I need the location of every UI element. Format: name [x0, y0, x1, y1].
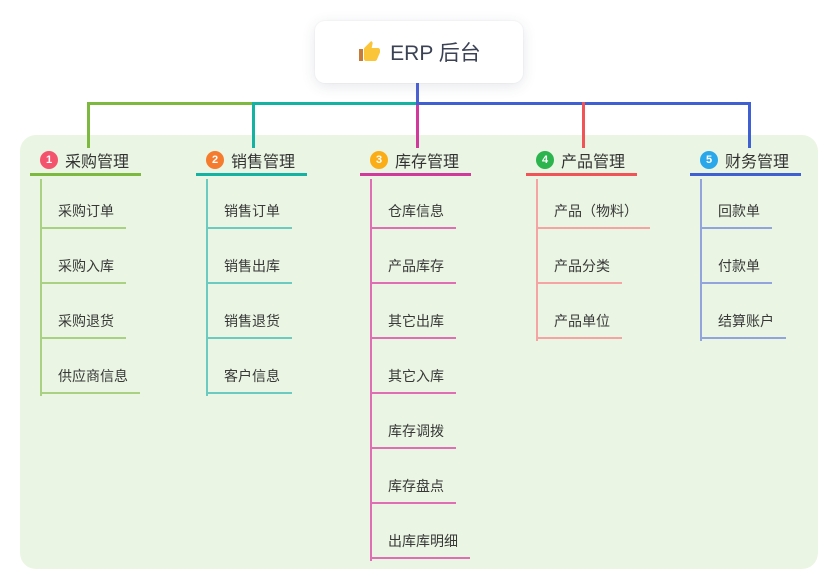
connector-branch-1 [87, 102, 253, 105]
branch-item[interactable]: 回款单 [700, 193, 772, 229]
root-node[interactable]: ERP 后台 [315, 21, 523, 83]
branch-product: 4 产品管理 产品（物料） 产品分类 产品单位 [526, 102, 650, 341]
branch-item[interactable]: 销售退货 [206, 303, 292, 339]
connector-drop-1 [87, 102, 90, 148]
connector-drop-4 [582, 102, 585, 148]
branch-item[interactable]: 销售订单 [206, 193, 292, 229]
branch-finance: 5 财务管理 回款单 付款单 结算账户 [690, 102, 802, 341]
branch-purchase: 1 采购管理 采购订单 采购入库 采购退货 供应商信息 [30, 102, 142, 396]
branch-item[interactable]: 产品库存 [370, 248, 456, 284]
connector-root-vertical [416, 83, 419, 105]
branch-item[interactable]: 库存调拨 [370, 413, 456, 449]
branch-rail-2 [206, 179, 208, 396]
branch-item[interactable]: 采购入库 [40, 248, 126, 284]
branch-title: 采购管理 [65, 153, 130, 171]
branch-item[interactable]: 产品分类 [536, 248, 622, 284]
branch-title: 财务管理 [725, 153, 790, 171]
branch-item[interactable]: 采购退货 [40, 303, 126, 339]
branch-item[interactable]: 付款单 [700, 248, 772, 284]
connector-drop-2 [252, 102, 255, 148]
branch-item[interactable]: 客户信息 [206, 358, 292, 394]
thumbs-up-icon [357, 40, 381, 64]
badge-2: 2 [206, 150, 224, 169]
branch-item[interactable]: 其它出库 [370, 303, 456, 339]
branch-sales: 2 销售管理 销售订单 销售出库 销售退货 客户信息 [196, 102, 308, 396]
branch-item[interactable]: 供应商信息 [40, 358, 140, 394]
branch-header-purchase[interactable]: 1 采购管理 [30, 148, 142, 176]
connector-drop-3 [416, 105, 419, 148]
branch-header-product[interactable]: 4 产品管理 [526, 148, 638, 176]
connector-drop-5 [748, 102, 751, 148]
root-label: ERP 后台 [390, 42, 481, 65]
branch-rail-3 [370, 179, 372, 561]
branch-item[interactable]: 采购订单 [40, 193, 126, 229]
branch-item[interactable]: 其它入库 [370, 358, 456, 394]
branch-header-inventory[interactable]: 3 库存管理 [360, 148, 472, 176]
badge-1: 1 [40, 150, 58, 169]
branch-rail-5 [700, 179, 702, 341]
branch-item[interactable]: 结算账户 [700, 303, 786, 339]
branches-panel [20, 135, 818, 569]
badge-3: 3 [370, 150, 388, 169]
branch-item[interactable]: 产品（物料） [536, 193, 650, 229]
branch-item[interactable]: 产品单位 [536, 303, 622, 339]
branch-item[interactable]: 出库库明细 [370, 523, 470, 559]
branch-item[interactable]: 销售出库 [206, 248, 292, 284]
branch-rail-4 [536, 179, 538, 341]
branch-title: 销售管理 [231, 153, 296, 171]
branch-header-finance[interactable]: 5 财务管理 [690, 148, 802, 176]
badge-4: 4 [536, 150, 554, 169]
branch-item[interactable]: 库存盘点 [370, 468, 456, 504]
branch-title: 产品管理 [561, 153, 626, 171]
branch-inventory: 3 库存管理 仓库信息 产品库存 其它出库 其它入库 库存调拨 库存盘点 出库库… [360, 105, 472, 561]
branch-title: 库存管理 [395, 153, 460, 171]
connector-branch-2 [252, 102, 417, 105]
branch-item[interactable]: 仓库信息 [370, 193, 456, 229]
branch-header-sales[interactable]: 2 销售管理 [196, 148, 308, 176]
badge-5: 5 [700, 150, 718, 169]
branch-rail-1 [40, 179, 42, 396]
